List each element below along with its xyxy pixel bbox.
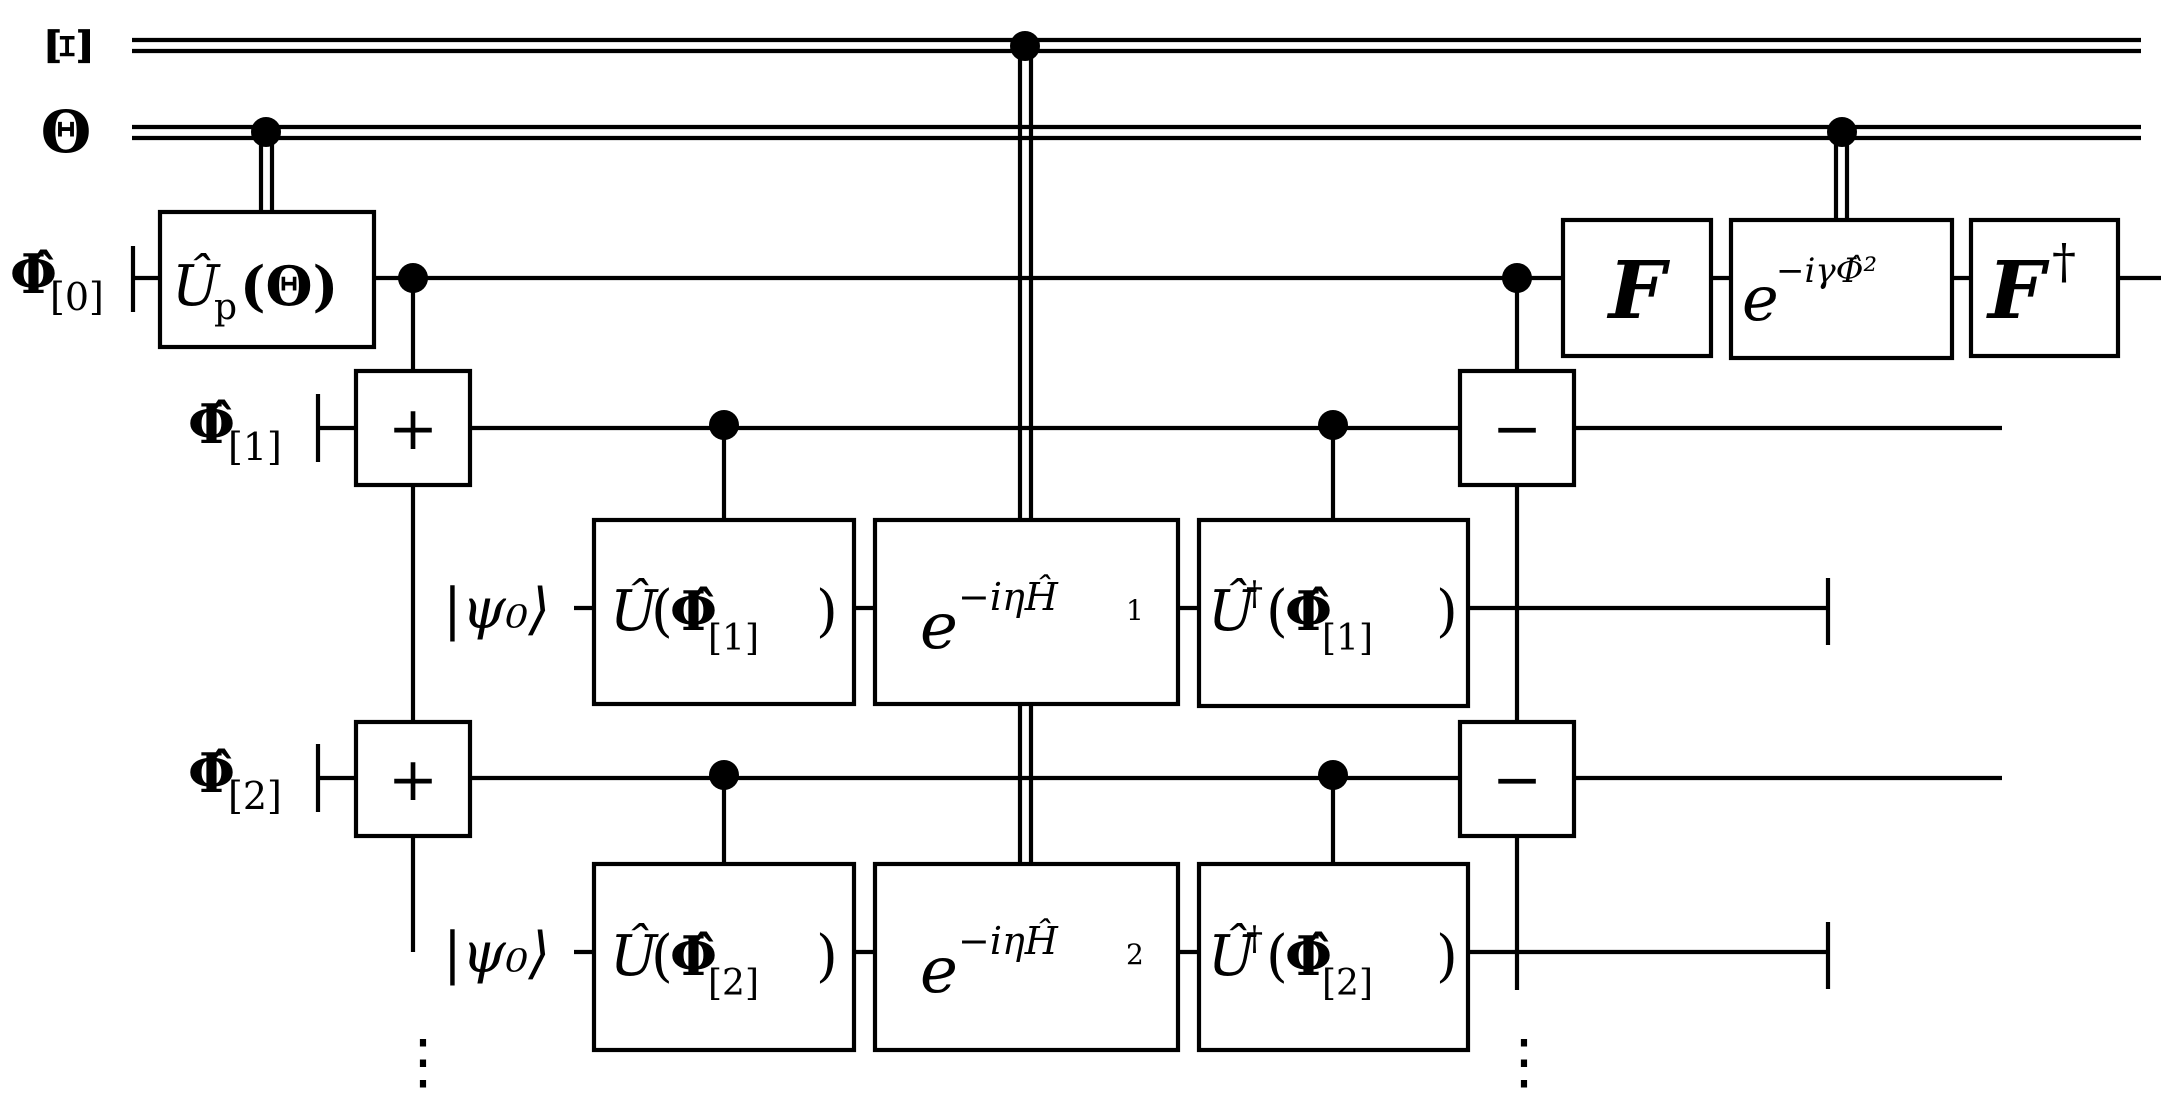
svg-text:Û: Û — [610, 577, 659, 644]
label-phi2: Φ̂ [2] — [188, 741, 282, 818]
svg-text:(: ( — [651, 924, 673, 989]
svg-text:[2]: [2] — [228, 774, 282, 818]
control-dot-phi0-minus — [1502, 263, 1532, 293]
gate-phase: e −iγΦ̂² — [1728, 217, 1955, 361]
gate-fourier-dagger: F † — [1968, 217, 2121, 359]
wire-xi — [132, 37, 2141, 54]
svg-text:(: ( — [1266, 579, 1288, 644]
svg-text:−iγΦ̂²: −iγΦ̂² — [1776, 251, 1877, 291]
gate-plus-2: + — [353, 719, 473, 839]
gate-u-phi2: Û ( Φ̂ [2] ) — [591, 861, 857, 1053]
svg-text:Φ̂: Φ̂ — [670, 924, 717, 988]
gate-fourier: F — [1560, 217, 1714, 359]
svg-text:−iηĤ: −iηĤ — [958, 575, 1059, 619]
gate-udagger-phi1: Û † ( Φ̂ [1] ) — [1196, 517, 1471, 709]
svg-text:[1]: [1] — [228, 425, 282, 469]
gate-up-theta: Û p (Θ) — [157, 209, 377, 350]
control-dot-phi2-u2 — [709, 760, 739, 790]
svg-text:−: − — [1492, 745, 1542, 815]
svg-text:[0]: [0] — [50, 275, 104, 319]
svg-text:+: + — [388, 394, 438, 464]
control-xi-eh — [1017, 46, 1034, 866]
svg-text:(: ( — [651, 579, 673, 644]
svg-text:†: † — [1246, 574, 1263, 614]
control-dot-theta-phase — [1827, 117, 1857, 147]
gate-plus-1: + — [353, 368, 473, 488]
svg-text:Û: Û — [1208, 922, 1257, 989]
svg-text:e: e — [1742, 262, 1779, 335]
svg-text:): ) — [816, 579, 838, 644]
svg-text:e: e — [920, 934, 958, 1008]
gate-up-sub: p — [214, 287, 237, 328]
svg-text:): ) — [816, 924, 838, 989]
gate-up-u: Û — [172, 252, 221, 319]
svg-text:Φ̂: Φ̂ — [670, 579, 717, 643]
svg-text:Φ̂: Φ̂ — [10, 242, 57, 306]
wire-theta — [132, 124, 2141, 141]
svg-text:2: 2 — [1126, 938, 1144, 971]
svg-text:Û: Û — [1208, 577, 1257, 644]
gate-evolution-h1: e −iηĤ 1 — [872, 517, 1181, 707]
svg-text:1: 1 — [1126, 594, 1144, 627]
control-dot-phi1-ud1 — [1318, 410, 1348, 440]
svg-text:−: − — [1492, 394, 1542, 464]
control-dot-xi — [1010, 31, 1040, 61]
svg-text:e: e — [920, 590, 958, 664]
svg-text:[1]: [1] — [1322, 618, 1373, 659]
control-dot-phi0-plus — [398, 263, 428, 293]
svg-text:[1]: [1] — [708, 618, 759, 659]
control-dot-theta-up — [251, 117, 281, 147]
svg-text:−iηĤ: −iηĤ — [958, 919, 1059, 963]
control-theta-phase — [1833, 132, 1850, 220]
label-phi1: Φ̂ [1] — [188, 392, 282, 469]
svg-text:Φ̂: Φ̂ — [1285, 924, 1332, 988]
label-theta: Θ — [41, 98, 92, 166]
label-psi-a: |ψ₀⟩ — [443, 577, 550, 642]
svg-text:): ) — [1436, 579, 1458, 644]
label-psi-b: |ψ₀⟩ — [443, 921, 550, 986]
control-dot-phi2-ud2 — [1318, 760, 1348, 790]
svg-text:Û: Û — [610, 922, 659, 989]
svg-text:†: † — [1246, 919, 1263, 959]
svg-text:Φ̂: Φ̂ — [188, 392, 235, 456]
svg-text:F: F — [1607, 243, 1671, 337]
gate-up-arg: (Θ) — [240, 254, 338, 318]
label-xi: Ξ — [36, 26, 104, 67]
svg-text:Φ̂: Φ̂ — [1285, 579, 1332, 643]
label-phi0: Φ̂ [0] — [10, 242, 104, 319]
gate-udagger-phi2: Û † ( Φ̂ [2] ) — [1196, 861, 1471, 1053]
svg-text:[2]: [2] — [708, 963, 759, 1004]
gate-evolution-h2: e −iηĤ 2 — [872, 861, 1181, 1053]
control-dot-phi1-u1 — [709, 410, 739, 440]
gate-minus-2: − — [1457, 719, 1577, 839]
svg-text:+: + — [388, 745, 438, 815]
gate-u-phi1: Û ( Φ̂ [1] ) — [591, 517, 857, 707]
svg-text:Φ̂: Φ̂ — [188, 741, 235, 805]
continuation-dots-left: ⋮ — [393, 1027, 453, 1097]
gate-minus-1: − — [1457, 368, 1577, 488]
svg-text:[2]: [2] — [1322, 963, 1373, 1004]
svg-text:F: F — [1986, 243, 2050, 337]
svg-text:): ) — [1436, 924, 1458, 989]
continuation-dots-right: ⋮ — [1494, 1027, 1554, 1097]
svg-text:†: † — [2052, 234, 2076, 290]
svg-text:(: ( — [1266, 924, 1288, 989]
